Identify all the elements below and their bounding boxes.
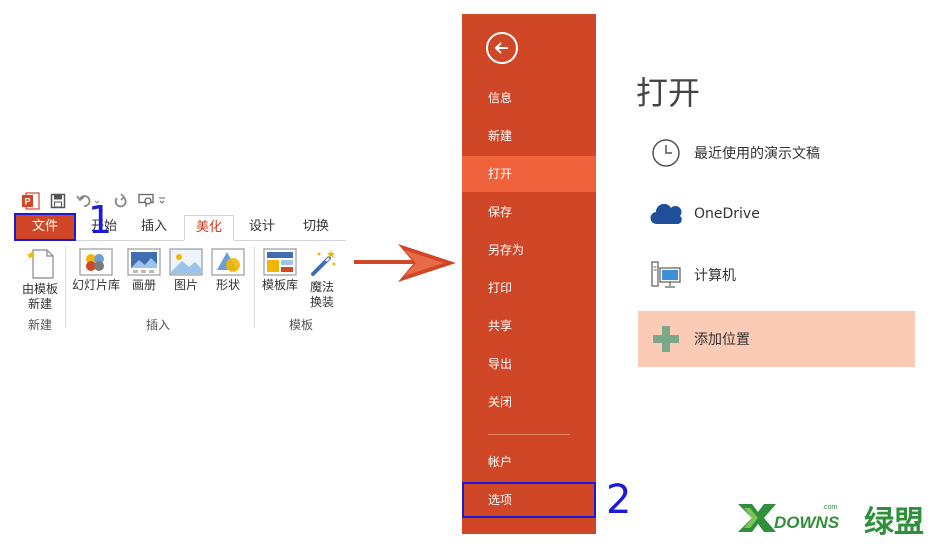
watermark-logo-icon: DOWNS .com 绿盟 — [738, 504, 924, 540]
new-document-icon — [27, 249, 54, 279]
place-label: 计算机 — [694, 268, 736, 284]
template-library-button[interactable]: 模板库 — [258, 248, 302, 293]
magic-makeover-label-1: 魔法 — [309, 280, 334, 294]
album-label: 画册 — [131, 278, 156, 292]
nav-open[interactable]: 打开 — [462, 156, 596, 192]
magic-wand-icon — [311, 250, 336, 276]
shape-icon — [211, 248, 245, 276]
nav-account[interactable]: 帐户 — [488, 455, 513, 469]
tab-insert[interactable]: 插入 — [140, 219, 167, 234]
powerpoint-logo-icon: P — [22, 192, 40, 210]
new-from-template-button[interactable]: 由模板 新建 — [18, 248, 62, 312]
save-icon[interactable] — [50, 193, 66, 209]
tab-home[interactable]: 开始 — [90, 219, 117, 234]
place-label: 添加位置 — [694, 332, 750, 348]
group-label-template: 模板 — [288, 318, 313, 332]
magic-makeover-button[interactable]: 魔法 换装 — [302, 248, 342, 310]
tab-beautify[interactable]: 美化 — [184, 215, 234, 241]
open-pane-title: 打开 — [636, 74, 701, 112]
presentation-start-icon[interactable] — [138, 193, 166, 209]
album-icon — [127, 248, 161, 276]
clock-icon — [652, 139, 680, 167]
back-arrow-icon — [494, 42, 508, 54]
svg-text:P: P — [24, 197, 30, 207]
nav-save-as[interactable]: 另存为 — [488, 243, 525, 257]
shape-button[interactable]: 形状 — [210, 248, 246, 293]
template-library-icon — [263, 248, 297, 276]
step-marker-2: 2 — [606, 477, 632, 523]
place-label: OneDrive — [694, 206, 760, 222]
tab-file[interactable]: 文件 — [14, 213, 76, 241]
picture-button[interactable]: 图片 — [168, 248, 204, 293]
place-onedrive[interactable]: OneDrive — [638, 186, 915, 242]
watermark-suffix: 绿盟 — [864, 505, 924, 540]
new-from-template-label-1: 由模板 — [21, 282, 58, 296]
nav-close[interactable]: 关闭 — [488, 395, 513, 409]
site-watermark-logo: DOWNS .com 绿盟 — [736, 496, 932, 540]
template-library-label: 模板库 — [261, 278, 298, 292]
nav-export[interactable]: 导出 — [488, 357, 513, 371]
shape-label: 形状 — [215, 278, 240, 292]
tab-design[interactable]: 设计 — [248, 219, 275, 234]
album-button[interactable]: 画册 — [126, 248, 162, 293]
computer-icon — [651, 261, 681, 288]
nav-new[interactable]: 新建 — [488, 129, 513, 143]
group-label-insert: 插入 — [145, 318, 170, 332]
picture-label: 图片 — [173, 278, 198, 292]
slide-library-label: 幻灯片库 — [71, 278, 120, 292]
magic-makeover-label-2: 换装 — [309, 295, 334, 309]
place-label: 最近使用的演示文稿 — [694, 146, 820, 162]
place-add-location[interactable]: 添加位置 — [638, 311, 915, 367]
nav-options[interactable]: 选项 — [462, 482, 596, 518]
picture-icon — [169, 248, 203, 276]
arrow-right-icon — [354, 244, 456, 282]
group-separator — [65, 246, 66, 328]
group-separator — [254, 246, 255, 328]
nav-share[interactable]: 共享 — [488, 319, 513, 333]
tab-transitions[interactable]: 切换 — [302, 219, 329, 234]
group-label-new: 新建 — [27, 318, 52, 332]
redo-icon[interactable] — [112, 193, 128, 209]
place-recent-presentations[interactable]: 最近使用的演示文稿 — [638, 125, 915, 181]
nav-divider — [488, 434, 570, 435]
back-button[interactable] — [486, 32, 518, 64]
watermark-brand: DOWNS — [774, 513, 840, 532]
slide-library-icon — [79, 248, 113, 276]
nav-print[interactable]: 打印 — [488, 281, 513, 295]
backstage-sidebar: 信息 新建 打开 保存 另存为 打印 共享 导出 关闭 帐户 选项 — [462, 14, 596, 534]
quick-access-toolbar: P — [22, 191, 166, 211]
undo-icon[interactable] — [76, 193, 102, 209]
cloud-icon — [650, 203, 682, 225]
step-marker-1: 1 — [88, 198, 113, 242]
slide-library-button[interactable]: 幻灯片库 — [70, 248, 122, 293]
place-computer[interactable]: 计算机 — [638, 247, 915, 303]
nav-save[interactable]: 保存 — [488, 205, 513, 219]
nav-info[interactable]: 信息 — [488, 91, 513, 105]
watermark-com: .com — [822, 504, 837, 511]
plus-icon — [653, 326, 679, 352]
ribbon-tab-bar: 文件 开始 插入 美化 设计 切换 — [14, 213, 346, 241]
new-from-template-label-2: 新建 — [27, 297, 52, 311]
